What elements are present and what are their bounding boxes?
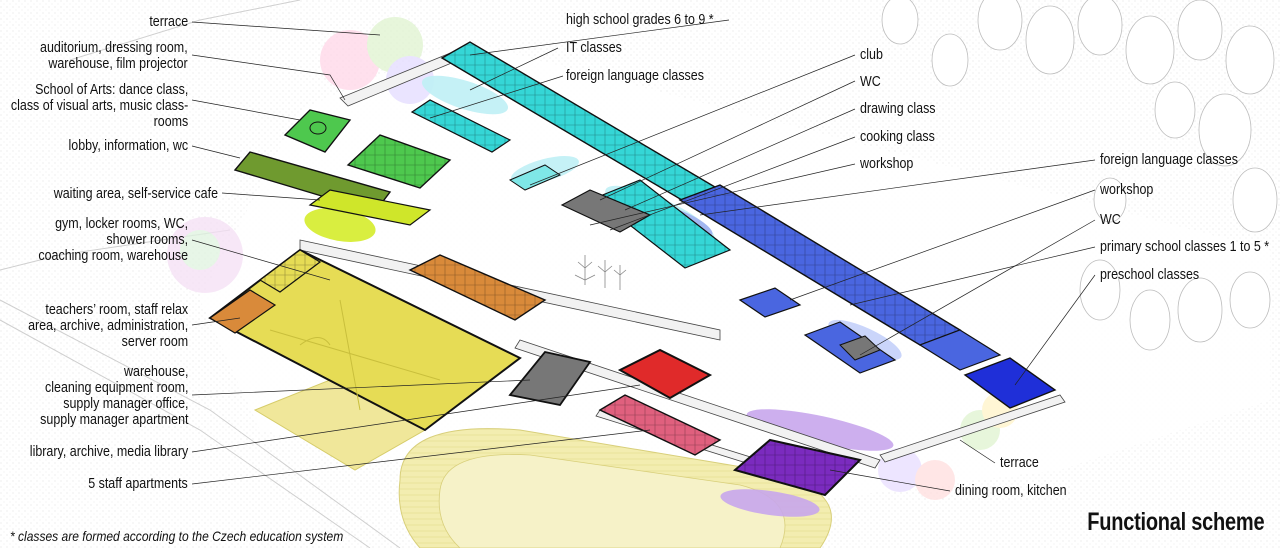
label-library: library, archive, media library bbox=[29, 444, 188, 460]
label-wc-mid: WC bbox=[860, 74, 881, 90]
dining-zone-2 bbox=[720, 489, 820, 517]
dining-zone bbox=[746, 409, 894, 451]
label-foreign-language-right: foreign language classes bbox=[1100, 152, 1238, 168]
label-primary-school: primary school classes 1 to 5 * bbox=[1100, 239, 1270, 255]
trees bbox=[881, 0, 1278, 351]
label-it-classes: IT classes bbox=[566, 40, 622, 56]
running-track bbox=[398, 428, 832, 548]
primary-school-wing bbox=[678, 184, 1002, 374]
cafe-block bbox=[308, 189, 432, 226]
label-terrace-bottom: terrace bbox=[1000, 455, 1039, 471]
label-club: club bbox=[860, 47, 883, 63]
label-terrace-top: terrace bbox=[149, 14, 188, 30]
gym-block bbox=[208, 248, 522, 432]
label-staff-apartments: 5 staff apartments bbox=[88, 476, 188, 492]
high-school-wing bbox=[410, 41, 732, 269]
label-workshop-mid: workshop bbox=[860, 156, 914, 172]
label-workshop-right: workshop bbox=[1100, 182, 1154, 198]
label-cooking-class: cooking class bbox=[860, 129, 935, 145]
leader-lines bbox=[191, 19, 1096, 492]
warehouse-block bbox=[508, 351, 592, 406]
label-teachers-room: teachers’ room, staff relax area, archiv… bbox=[27, 302, 188, 350]
label-high-school: high school grades 6 to 9 * bbox=[566, 12, 714, 28]
label-wc-right: WC bbox=[1100, 212, 1121, 228]
library-block bbox=[617, 348, 713, 400]
label-gym: gym, locker rooms, WC, shower rooms, coa… bbox=[38, 216, 188, 264]
preschool-block bbox=[963, 357, 1057, 409]
label-waiting-area: waiting area, self-service cafe bbox=[53, 186, 218, 202]
label-dining: dining room, kitchen bbox=[955, 483, 1067, 499]
school-of-arts-block bbox=[283, 109, 452, 189]
streets bbox=[0, 0, 401, 548]
label-preschool: preschool classes bbox=[1100, 267, 1200, 283]
label-lobby: lobby, information, wc bbox=[68, 138, 188, 154]
footnote: * classes are formed according to the Cz… bbox=[10, 528, 344, 544]
cyan-zone-1 bbox=[421, 75, 509, 115]
label-foreign-language-top: foreign language classes bbox=[566, 68, 704, 84]
label-warehouse: warehouse, cleaning equipment room, supp… bbox=[39, 364, 188, 428]
label-school-of-arts: School of Arts: dance class, class of vi… bbox=[10, 82, 188, 130]
plaza-trees bbox=[574, 255, 627, 290]
label-auditorium: auditorium, dressing room, warehouse, fi… bbox=[40, 40, 188, 72]
label-drawing-class: drawing class bbox=[860, 101, 936, 117]
page-title: Functional scheme bbox=[1086, 508, 1264, 536]
cafe-zone bbox=[304, 208, 376, 242]
